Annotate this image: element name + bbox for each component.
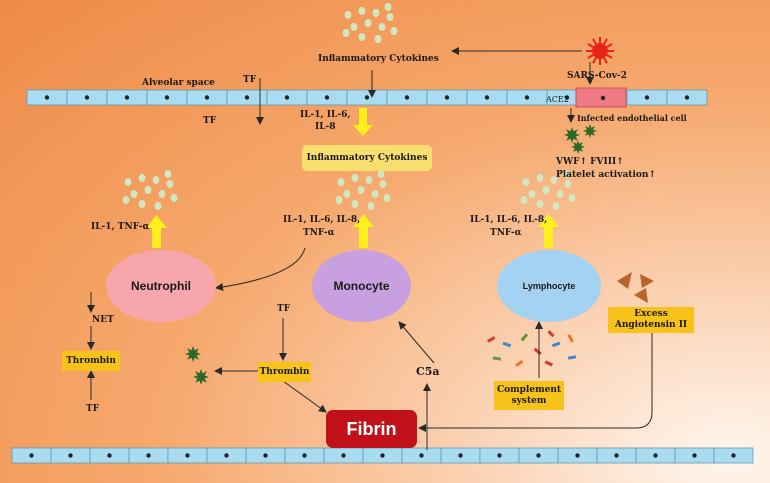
bottom-endothelial-layer	[11, 447, 754, 464]
net-label: NET	[92, 315, 114, 325]
tf-mid-label: TF	[277, 304, 291, 314]
yellow-arrows	[146, 108, 559, 248]
neutrophil-cell: Neutrophil	[106, 250, 216, 322]
excess-label-1: Excess	[634, 309, 668, 319]
c5a-label: C5a	[416, 365, 440, 378]
fibrin-box: Fibrin	[326, 410, 417, 448]
infected-endothelial-label: Infected endothelial cell	[577, 113, 687, 123]
il-center-label-1: IL-1, IL-6,	[300, 110, 351, 120]
il-monocyte-label-1: IL-1, IL-6, IL-8,	[283, 215, 361, 225]
il-lymphocyte-label-1: IL-1, IL-6, IL-8,	[470, 215, 548, 225]
angiotensin-triangles	[617, 272, 654, 303]
inflammatory-cytokines-top-label: Inflammatory Cytokines	[318, 54, 439, 64]
thrombin-mid-box: Thrombin	[258, 362, 311, 382]
cytokine-dots	[122, 3, 576, 210]
sars-cov-2-label: SARS-Cov-2	[567, 71, 627, 81]
virus-icon	[586, 37, 614, 65]
complement-system-box: Complement system	[494, 381, 564, 410]
arrow-monocyte-to-neutrophil	[215, 247, 306, 291]
tf-bottom-label: TF	[86, 404, 100, 414]
complement-label-2: system	[511, 395, 547, 406]
tf-top-label: TF	[243, 75, 257, 85]
complement-label-1: Complement	[496, 384, 562, 395]
excess-angiotensin-box: Excess Angiotensin II	[608, 307, 694, 333]
platelet-activation-label: Platelet activation↑	[556, 170, 656, 180]
vwf-fviii-label: VWF↑ FVIII↑	[556, 157, 624, 167]
platelet-icon	[185, 124, 597, 385]
alveolar-space-label: Alveolar space	[142, 78, 215, 88]
il-neutrophil-label: IL-1, TNF-α	[91, 222, 150, 232]
arrow-thrombin-to-fibrin	[282, 380, 327, 413]
thrombin-left-box: Thrombin	[62, 351, 120, 371]
complement-fragments	[487, 330, 577, 367]
il-monocyte-label-2: TNF-α	[303, 228, 335, 238]
lymphocyte-cell: Lymphocyte	[497, 250, 601, 322]
inflammatory-cytokines-box: Inflammatory Cytokines	[302, 145, 432, 171]
arrow-angiotensin-to-fibrin	[418, 333, 653, 432]
tf-left-label: TF	[203, 116, 217, 126]
top-endothelial-layer	[26, 89, 708, 106]
il-lymphocyte-label-2: TNF-α	[490, 228, 522, 238]
arrow-c5a-to-monocyte	[398, 321, 435, 364]
excess-label-2: Angiotensin II	[614, 320, 688, 330]
monocyte-cell: Monocyte	[312, 250, 411, 322]
ace2-label: ACE2	[546, 95, 569, 104]
il-center-label-2: IL-8	[315, 122, 336, 132]
